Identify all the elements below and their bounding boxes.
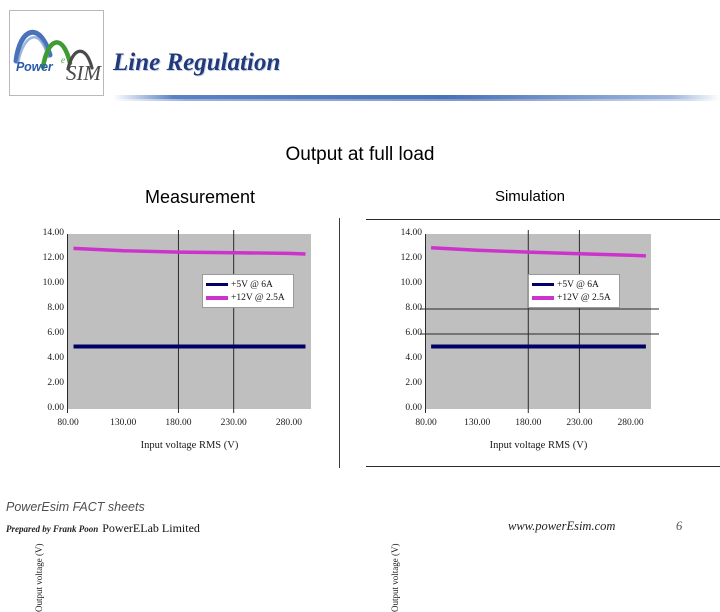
caption-simulation: Simulation	[494, 188, 566, 205]
chart-measurement-ytick: 2.00	[47, 378, 64, 388]
chart-simulation-legend-row: +12V @ 2.5A	[532, 291, 615, 304]
chart-measurement-xlabel: Input voltage RMS (V)	[140, 440, 239, 451]
chart-measurement-xtick: 80.00	[57, 418, 79, 428]
chart-simulation-series-2	[431, 246, 646, 258]
logo-wordmark: Power e SIM	[16, 52, 101, 86]
pane-divider	[339, 218, 340, 468]
chart-simulation-legend-swatch	[532, 295, 554, 300]
chart-measurement-xtick: 230.00	[220, 418, 247, 428]
chart-simulation-legend-row: +5V @ 6A	[532, 278, 615, 291]
footer-prepared-by-text: Prepared by Frank Poon	[6, 524, 99, 534]
chart-simulation-legend-label: +12V @ 2.5A	[557, 292, 611, 303]
chart-simulation-ytick: 12.00	[400, 253, 422, 263]
chart-measurement-xtick: 130.00	[110, 418, 137, 428]
title-divider-shadow	[113, 99, 720, 101]
chart-simulation-ytick: 14.00	[400, 228, 422, 238]
chart-simulation-xtick: 230.00	[566, 418, 593, 428]
chart-measurement-series-svg	[73, 230, 306, 413]
chart-measurement-legend-label: +5V @ 6A	[231, 279, 273, 290]
chart-measurement-ytick: 6.00	[47, 328, 64, 338]
chart-simulation-ytick: 0.00	[405, 403, 422, 413]
right-pane-bottom-rule	[366, 466, 720, 467]
chart-measurement-legend-row: +5V @ 6A	[206, 278, 289, 291]
chart-simulation-xtick: 130.00	[464, 418, 491, 428]
chart-simulation-ytick: 2.00	[405, 378, 422, 388]
chart-measurement-ytick: 4.00	[47, 353, 64, 363]
chart-simulation-legend: +5V @ 6A +12V @ 2.5A	[528, 274, 620, 308]
chart-simulation-series-svg	[420, 230, 659, 413]
powersim-logo: Power e SIM	[9, 10, 104, 96]
slide-canvas: Power e SIM Line Regulation Output at fu…	[6, 10, 720, 612]
chart-simulation-xtick: 280.00	[617, 418, 644, 428]
page-title: Line Regulation	[113, 49, 281, 76]
chart-measurement-ytick: 8.00	[47, 303, 64, 313]
chart-measurement-xtick: 180.00	[165, 418, 192, 428]
chart-simulation-y-axis	[425, 234, 426, 413]
chart-measurement-legend-swatch	[206, 295, 228, 300]
logo-power-text: Power	[16, 60, 53, 74]
chart-measurement-ylabel: Output voltage (V)	[34, 543, 44, 612]
chart-simulation-ytick: 10.00	[400, 278, 422, 288]
logo-superscript-e: e	[61, 55, 65, 65]
chart-measurement: Output voltage (V) +5V @ 6A +12V @ 2.5A I…	[10, 222, 330, 612]
chart-measurement-y-axis	[67, 234, 68, 413]
chart-measurement-ytick: 0.00	[47, 403, 64, 413]
chart-measurement-legend: +5V @ 6A +12V @ 2.5A	[202, 274, 294, 308]
footer-url[interactable]: www.powerEsim.com	[508, 519, 616, 533]
footer-factsheets: PowerEsim FACT sheets	[6, 500, 145, 514]
chart-measurement-series-2	[73, 246, 306, 256]
chart-simulation-legend-label: +5V @ 6A	[557, 279, 599, 290]
chart-measurement-plot-area	[68, 230, 311, 413]
chart-simulation-ytick: 8.00	[405, 303, 422, 313]
chart-simulation-xtick: 80.00	[415, 418, 437, 428]
chart-simulation-ytick: 6.00	[405, 328, 422, 338]
chart-measurement-legend-label: +12V @ 2.5A	[231, 292, 285, 303]
chart-measurement-ytick: 12.00	[42, 253, 64, 263]
chart-measurement-legend-swatch	[206, 283, 228, 286]
right-pane-top-rule	[366, 219, 720, 220]
chart-simulation: Output voltage (V) +5V @ 6A +12V @ 2.5A I…	[378, 222, 678, 612]
chart-measurement-ytick: 10.00	[42, 278, 64, 288]
title-divider	[113, 95, 720, 99]
chart-measurement-xtick: 280.00	[275, 418, 302, 428]
chart-simulation-xtick: 180.00	[515, 418, 542, 428]
chart-simulation-ytick: 4.00	[405, 353, 422, 363]
chart-measurement-legend-row: +12V @ 2.5A	[206, 291, 289, 304]
logo-arcs	[13, 30, 94, 71]
chart-simulation-ylabel: Output voltage (V)	[390, 543, 400, 612]
logo-sim-text: SIM	[66, 61, 101, 85]
footer-page-number: 6	[676, 519, 683, 533]
chart-simulation-plot-area	[420, 230, 659, 413]
caption-measurement: Measurement	[144, 187, 256, 207]
chart-measurement-ytick: 14.00	[42, 228, 64, 238]
chart-simulation-legend-swatch	[532, 283, 554, 286]
footer-organization: PowerELab Limited	[102, 521, 200, 535]
caption-output-at-full-load: Output at full load	[285, 144, 435, 165]
chart-simulation-xlabel: Input voltage RMS (V)	[489, 440, 588, 451]
